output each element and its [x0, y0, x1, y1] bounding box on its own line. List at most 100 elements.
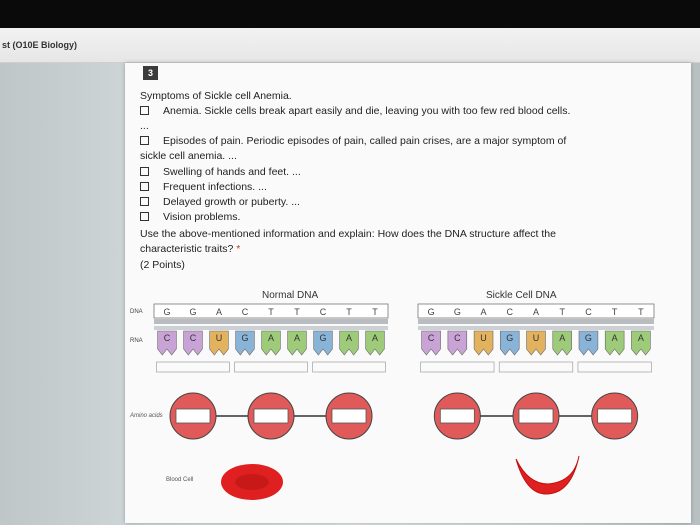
- sickle-dna-base: A: [533, 307, 539, 317]
- normal-codon-bracket: [312, 361, 386, 373]
- normal-blood-cell-center: [235, 474, 269, 490]
- sickle-rna-base: [500, 330, 520, 356]
- checkbox-icon: [140, 136, 149, 145]
- normal-dna-base: C: [242, 307, 249, 317]
- normal-rna-base: [209, 330, 229, 356]
- normal-rna-base: [365, 330, 385, 356]
- sickle-amino-label-box: [518, 408, 554, 424]
- sickle-codon-bracket: [577, 361, 652, 373]
- normal-backbone: [154, 319, 388, 324]
- sickle-dna-base: C: [507, 307, 514, 317]
- normal-dna-base: T: [372, 307, 378, 317]
- checkbox-icon: [140, 167, 149, 176]
- question-number: 3: [143, 66, 158, 80]
- checkbox-icon: [140, 106, 149, 115]
- dna-diagram: Normal DNA Sickle Cell DNA DNA RNA Amino…: [129, 290, 655, 500]
- sickle-rna-backbone: [418, 326, 654, 330]
- sickle-rna-base: [526, 330, 546, 356]
- normal-dna-base: T: [294, 307, 300, 317]
- sickle-amino-label-box: [439, 408, 475, 424]
- normal-dna-base: T: [346, 307, 352, 317]
- normal-rna-base: [235, 330, 255, 356]
- sickle-rna-letter: C: [454, 333, 461, 343]
- required-mark: *: [236, 243, 241, 255]
- question-prompt-2: characteristic traits? *: [140, 243, 241, 255]
- normal-amino-label-box: [175, 408, 211, 424]
- normal-rna-letter: G: [319, 333, 326, 343]
- normal-dna-base: G: [163, 307, 170, 317]
- normal-codon-bracket: [156, 361, 230, 373]
- checkbox-icon: [140, 212, 149, 221]
- top-bar: [0, 0, 700, 28]
- normal-rna-letter: A: [268, 333, 274, 343]
- question-heading: Symptoms of Sickle cell Anemia.: [140, 90, 292, 102]
- checkbox-icon: [140, 197, 149, 206]
- sickle-rna-base: [604, 330, 625, 356]
- normal-dna-title: Normal DNA: [262, 290, 318, 301]
- normal-dna-base: C: [320, 307, 327, 317]
- form-title: st (O10E Biology): [2, 40, 78, 50]
- continuation: ...: [140, 120, 149, 132]
- sickle-rna-letter: A: [612, 333, 618, 343]
- question-prompt: Use the above-mentioned information and …: [140, 228, 556, 240]
- normal-rna-base: [313, 330, 333, 356]
- sickle-dna-base: T: [612, 307, 618, 317]
- normal-rna-base: [339, 330, 359, 356]
- sickle-rna-base: [447, 330, 468, 356]
- sickle-blood-cell: [515, 455, 580, 495]
- normal-rna-base: [157, 330, 177, 356]
- normal-dna-base: A: [216, 307, 222, 317]
- normal-rna-letter: C: [190, 333, 197, 343]
- question-card: [125, 63, 691, 523]
- sickle-dna-strip: [417, 303, 655, 319]
- sickle-rna-letter: G: [506, 333, 513, 343]
- symptom-continuation: sickle cell anemia. ...: [140, 150, 237, 162]
- sickle-rna-base: [578, 330, 599, 356]
- sickle-rna-letter: C: [428, 333, 435, 343]
- normal-rna-letter: A: [294, 333, 300, 343]
- normal-rna-base: [183, 330, 203, 356]
- sickle-dna-base: G: [428, 307, 435, 317]
- sickle-codon-bracket: [420, 361, 495, 373]
- rna-row-label: RNA: [130, 338, 143, 344]
- symptom-item: Frequent infections. ...: [140, 180, 267, 195]
- normal-codon-bracket: [234, 361, 308, 373]
- amino-row-label: Amino acids: [129, 413, 163, 419]
- normal-rna-base: [261, 330, 281, 356]
- sickle-rna-letter: G: [585, 333, 592, 343]
- sickle-backbone: [418, 319, 654, 324]
- symptom-item: Anemia. Sickle cells break apart easily …: [140, 104, 570, 119]
- symptom-item: Episodes of pain. Periodic episodes of p…: [140, 134, 566, 149]
- checkbox-icon: [140, 182, 149, 191]
- sickle-rna-base: [421, 330, 441, 356]
- sickle-rna-base: [631, 330, 651, 356]
- sickle-dna-base: T: [638, 307, 644, 317]
- form-header: st (O10E Biology): [0, 28, 700, 63]
- blood-row-label: Blood Cell: [166, 477, 193, 483]
- normal-rna-letter: U: [216, 333, 223, 343]
- sickle-dna-title: Sickle Cell DNA: [486, 290, 557, 301]
- sickle-rna-letter: U: [533, 333, 540, 343]
- diagram-static: Normal DNA Sickle Cell DNA DNA RNA Amino…: [129, 290, 557, 483]
- sickle-rna-letter: U: [480, 333, 487, 343]
- sickle-rna-base: [552, 330, 572, 356]
- normal-dna-strip: [153, 303, 389, 319]
- normal-amino-label-box: [331, 408, 367, 424]
- normal-rna-letter: G: [241, 333, 248, 343]
- sickle-dna-base: T: [559, 307, 565, 317]
- question-points: (2 Points): [140, 259, 185, 271]
- sickle-rna-letter: A: [638, 333, 644, 343]
- sickle-rna-letter: A: [559, 333, 565, 343]
- normal-rna-letter: C: [164, 333, 171, 343]
- normal-amino-label-box: [253, 408, 289, 424]
- sickle-dna-base: A: [481, 307, 487, 317]
- sickle-amino-label-box: [597, 408, 633, 424]
- normal-dna-base: G: [189, 307, 196, 317]
- symptom-item: Delayed growth or puberty. ...: [140, 195, 300, 210]
- symptom-item: Vision problems.: [140, 210, 240, 225]
- normal-rna-base: [287, 330, 307, 356]
- normal-rna-backbone: [154, 326, 388, 330]
- sickle-rna-base: [473, 330, 494, 356]
- symptom-item: Swelling of hands and feet. ...: [140, 165, 301, 180]
